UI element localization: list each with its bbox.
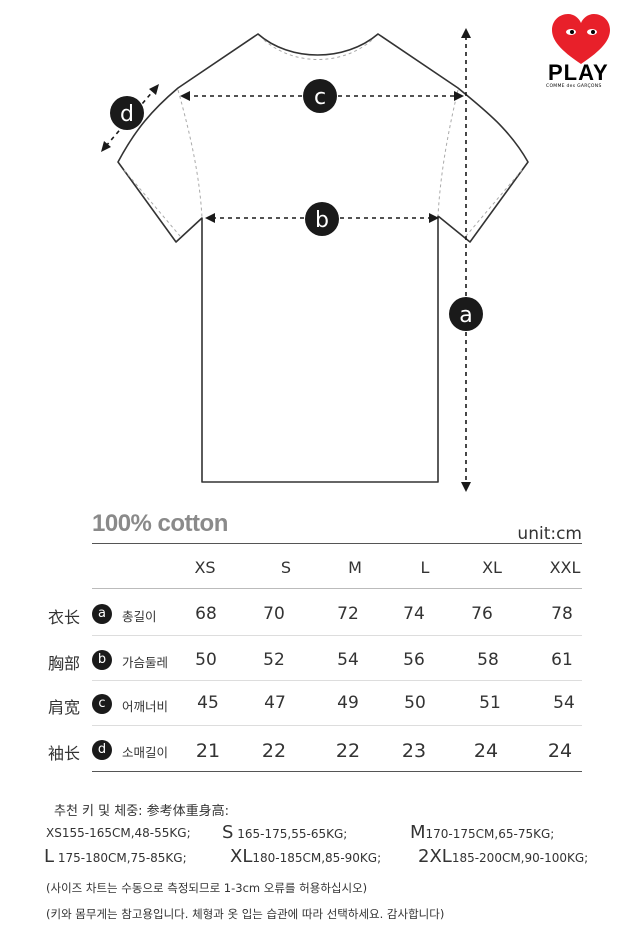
size-header-s: S: [280, 558, 292, 577]
cell-b-s: 52: [263, 650, 285, 670]
cell-a-xl: 76: [471, 604, 493, 624]
measure-badges: c b a d: [110, 79, 483, 331]
recommend-size: M: [410, 822, 426, 843]
table-bottom-rule: [92, 771, 582, 772]
row-divider: [92, 680, 582, 681]
table-top-rule: [92, 543, 582, 544]
cell-c-xs: 45: [197, 693, 219, 713]
recommend-xs: XS155-165CM,48-55KG;: [46, 826, 191, 840]
recommend-range: 170-175CM,65-75KG;: [425, 827, 555, 841]
label-d: d: [120, 102, 134, 127]
row-b-korean: 가슴둘레: [122, 655, 169, 670]
cell-b-m: 54: [337, 650, 359, 670]
cell-b-xl: 58: [477, 650, 499, 670]
cell-c-xxl: 54: [553, 693, 575, 713]
unit-label: unit:cm: [517, 524, 582, 544]
size-header-l: L: [420, 558, 430, 577]
size-header-xxl: XXL: [549, 558, 581, 577]
row-divider: [92, 635, 582, 636]
recommend-m: M170-175CM,65-75KG;: [410, 822, 554, 843]
row-a-korean: 총길이: [122, 609, 157, 624]
row-c-name: 肩宽: [48, 698, 81, 717]
cell-d-s: 22: [261, 740, 287, 762]
label-a: a: [459, 303, 472, 328]
recommend-range: 175-180CM,75-85KG;: [57, 851, 187, 865]
cell-a-xxl: 78: [551, 604, 573, 624]
cell-c-m: 49: [337, 693, 359, 713]
cell-a-s: 70: [263, 604, 285, 624]
cell-b-xs: 50: [195, 650, 217, 670]
recommend-xl: XL180-185CM,85-90KG;: [230, 846, 381, 867]
logo-subtitle: COMME des GARÇONS: [546, 84, 602, 89]
cell-d-m: 22: [335, 740, 361, 762]
recommend-2xl: 2XL185-200CM,90-100KG;: [418, 846, 588, 867]
recommend-size: XL: [230, 846, 253, 867]
recommend-range: 180-185CM,85-90KG;: [252, 851, 382, 865]
row-c-badge: c: [92, 694, 112, 714]
row-d-name: 袖长: [48, 744, 81, 763]
row-c-korean: 어깨너비: [122, 699, 169, 714]
recommend-l: L 175-180CM,75-85KG;: [44, 846, 187, 867]
row-d-korean: 소매길이: [122, 745, 169, 760]
note-reference: (키와 몸무게는 참고용입니다. 체형과 옷 입는 습관에 따라 선택하세요. …: [46, 907, 445, 921]
tshirt-diagram: c b a d: [101, 28, 529, 492]
size-header-xs: XS: [194, 558, 216, 577]
recommend-s: S 165-175,55-65KG;: [222, 822, 347, 843]
logo-word: PLAY: [548, 60, 609, 85]
size-header-m: M: [348, 558, 362, 577]
cell-d-xs: 21: [195, 740, 221, 762]
recommend-size: L: [44, 846, 55, 867]
cell-d-xl: 24: [473, 740, 499, 762]
recommend-size: S: [222, 822, 234, 843]
heart-logo-icon: [552, 14, 610, 64]
label-c: c: [314, 85, 326, 110]
row-divider: [92, 725, 582, 726]
cell-a-xs: 68: [195, 604, 217, 624]
recommend-size: 2XL: [418, 846, 452, 867]
size-header-xl: XL: [482, 558, 502, 577]
row-a-name: 衣长: [48, 608, 81, 627]
cell-c-s: 47: [264, 693, 286, 713]
cell-d-xxl: 24: [547, 740, 573, 762]
note-measurement: (사이즈 차트는 수동으로 측정되므로 1-3cm 오류를 허용하십시오): [46, 881, 368, 895]
recommend-range: 185-200CM,90-100KG;: [451, 851, 589, 865]
table-header-rule: [92, 588, 582, 589]
recommend-size: XS: [46, 826, 62, 840]
label-b: b: [315, 208, 329, 233]
cell-a-l: 74: [403, 604, 425, 624]
cell-b-xxl: 61: [551, 650, 573, 670]
row-b-badge: b: [92, 650, 112, 670]
row-d-badge: d: [92, 740, 112, 760]
tshirt-outline: [117, 33, 529, 483]
recommend-range: 165-175,55-65KG;: [237, 827, 348, 841]
recommend-range: 155-165CM,48-55KG;: [61, 826, 191, 840]
cell-b-l: 56: [403, 650, 425, 670]
cell-d-l: 23: [401, 740, 427, 762]
recommend-title: 추천 키 및 체중: 参考体重身高:: [54, 804, 230, 819]
material-label: 100% cotton: [92, 510, 228, 537]
row-a-badge: a: [92, 604, 112, 624]
cell-c-l: 50: [404, 693, 426, 713]
cell-c-xl: 51: [479, 693, 501, 713]
cell-a-m: 72: [337, 604, 359, 624]
row-b-name: 胸部: [48, 654, 81, 673]
